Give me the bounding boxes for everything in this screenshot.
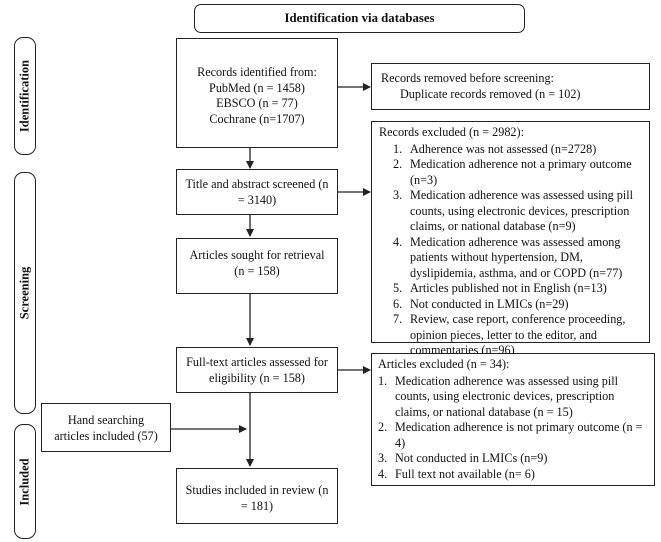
phase-screening-label: Screening: [17, 266, 32, 320]
source-cochrane: Cochrane (n=1707): [209, 111, 305, 126]
articles-excluded-list: 1.Medication adherence was assessed usin…: [378, 374, 649, 483]
records-removed-detail: Duplicate records removed (n = 102): [400, 86, 581, 101]
list-item: 7.Review, case report, conference procee…: [393, 312, 626, 357]
screened-box: Title and abstract screened (n = 3140): [176, 169, 338, 215]
hand-search-text: Hand searching articles included (57): [54, 413, 158, 443]
phase-screening: Screening: [14, 172, 36, 414]
header-title: Identification via databases: [284, 11, 435, 25]
phase-included-label: Included: [17, 457, 32, 506]
phase-identification: Identification: [14, 37, 36, 155]
list-item: 1.Medication adherence was assessed usin…: [378, 373, 619, 419]
included-box: Studies included in review (n = 181): [176, 468, 338, 524]
source-ebsco: EBSCO (n = 77): [216, 96, 298, 110]
list-item: 2.Medication adherence not a primary out…: [393, 157, 632, 187]
hand-search-box: Hand searching articles included (57): [41, 403, 171, 452]
list-item: 3.Medication adherence was assessed usin…: [393, 188, 634, 233]
fulltext-text: Full-text articles assessed for eligibil…: [186, 355, 328, 385]
list-item: 4.Full text not available (n= 6): [378, 466, 535, 481]
records-excluded-list: 1.Adherence was not assessed (n=2728) 2.…: [379, 142, 644, 359]
records-removed-title: Records removed before screening:: [381, 71, 554, 85]
list-item: 1.Adherence was not assessed (n=2728): [393, 141, 597, 156]
header-box: Identification via databases: [194, 4, 525, 33]
list-item: 2.Medication adherence is not primary ou…: [378, 420, 643, 450]
articles-excluded-box: Articles excluded (n = 34): 1.Medication…: [371, 353, 655, 486]
phase-identification-label: Identification: [17, 59, 32, 133]
fulltext-box: Full-text articles assessed for eligibil…: [176, 347, 338, 393]
records-identified-box: Records identified from: PubMed (n = 145…: [176, 38, 338, 148]
list-item: 6.Not conducted in LMICs (n=29): [393, 296, 569, 311]
list-item: 5.Articles published not in English (n=1…: [393, 281, 607, 295]
list-item: 4.Medication adherence was assessed amon…: [393, 234, 623, 280]
phase-included: Included: [14, 424, 36, 539]
records-removed-box: Records removed before screening: Duplic…: [371, 63, 650, 110]
retrieval-box: Articles sought for retrieval (n = 158): [176, 238, 338, 294]
records-excluded-box: Records excluded (n = 2982): 1.Adherence…: [371, 121, 650, 357]
included-text: Studies included in review (n = 181): [185, 483, 329, 513]
retrieval-text: Articles sought for retrieval (n = 158): [189, 248, 325, 278]
list-item: 3.Not conducted in LMICs (n=9): [378, 451, 548, 465]
screened-text: Title and abstract screened (n = 3140): [185, 177, 329, 207]
source-pubmed: PubMed (n = 1458): [209, 80, 305, 95]
articles-excluded-title: Articles excluded (n = 34):: [378, 357, 510, 371]
records-excluded-title: Records excluded (n = 2982):: [379, 125, 524, 139]
records-identified-title: Records identified from:: [197, 65, 317, 79]
